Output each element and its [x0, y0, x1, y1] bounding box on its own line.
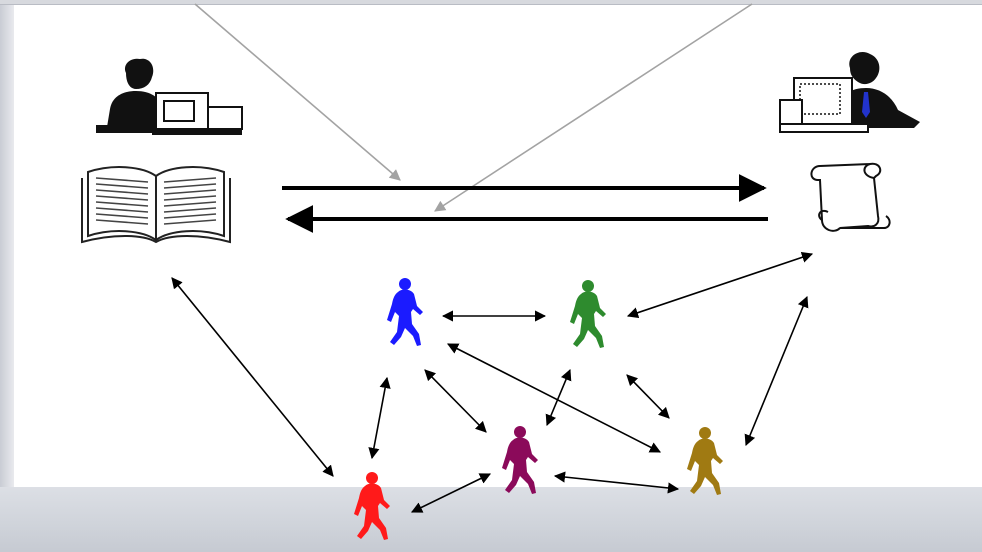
runner-green	[570, 280, 606, 348]
main-arrows	[282, 174, 768, 233]
runner-gold	[687, 427, 723, 495]
arrow-blue-red	[368, 376, 391, 460]
left-border	[0, 0, 14, 552]
arrow-book-red	[171, 277, 334, 477]
pointer-line-right	[434, 3, 753, 212]
runner-icon	[687, 427, 723, 495]
arrow-blue-gold	[447, 343, 661, 453]
arrow-gold-scroll	[744, 295, 809, 447]
author-at-computer-icon	[96, 58, 243, 135]
interaction-arrows	[171, 251, 814, 513]
runner-purple	[502, 426, 538, 494]
arrow-green-purple	[545, 368, 572, 427]
runner-blue	[387, 278, 423, 346]
arrow-red-purple	[410, 473, 492, 513]
top-border	[0, 0, 982, 5]
runner-icon	[387, 278, 423, 346]
runner-icon	[354, 472, 390, 540]
runner-icon	[502, 426, 538, 494]
arrow-purple-gold	[553, 471, 680, 494]
pointer-lines	[194, 3, 753, 212]
paper-scroll-icon	[810, 162, 891, 232]
runner-icon	[570, 280, 606, 348]
open-book-icon	[81, 166, 231, 244]
arrow-green-gold	[626, 374, 670, 419]
reader-at-computer-icon	[779, 51, 920, 133]
runner-red	[354, 472, 390, 540]
arrow-green-scroll	[626, 251, 814, 319]
arrow-blue-purple	[424, 369, 487, 433]
pointer-line-left	[194, 3, 401, 181]
